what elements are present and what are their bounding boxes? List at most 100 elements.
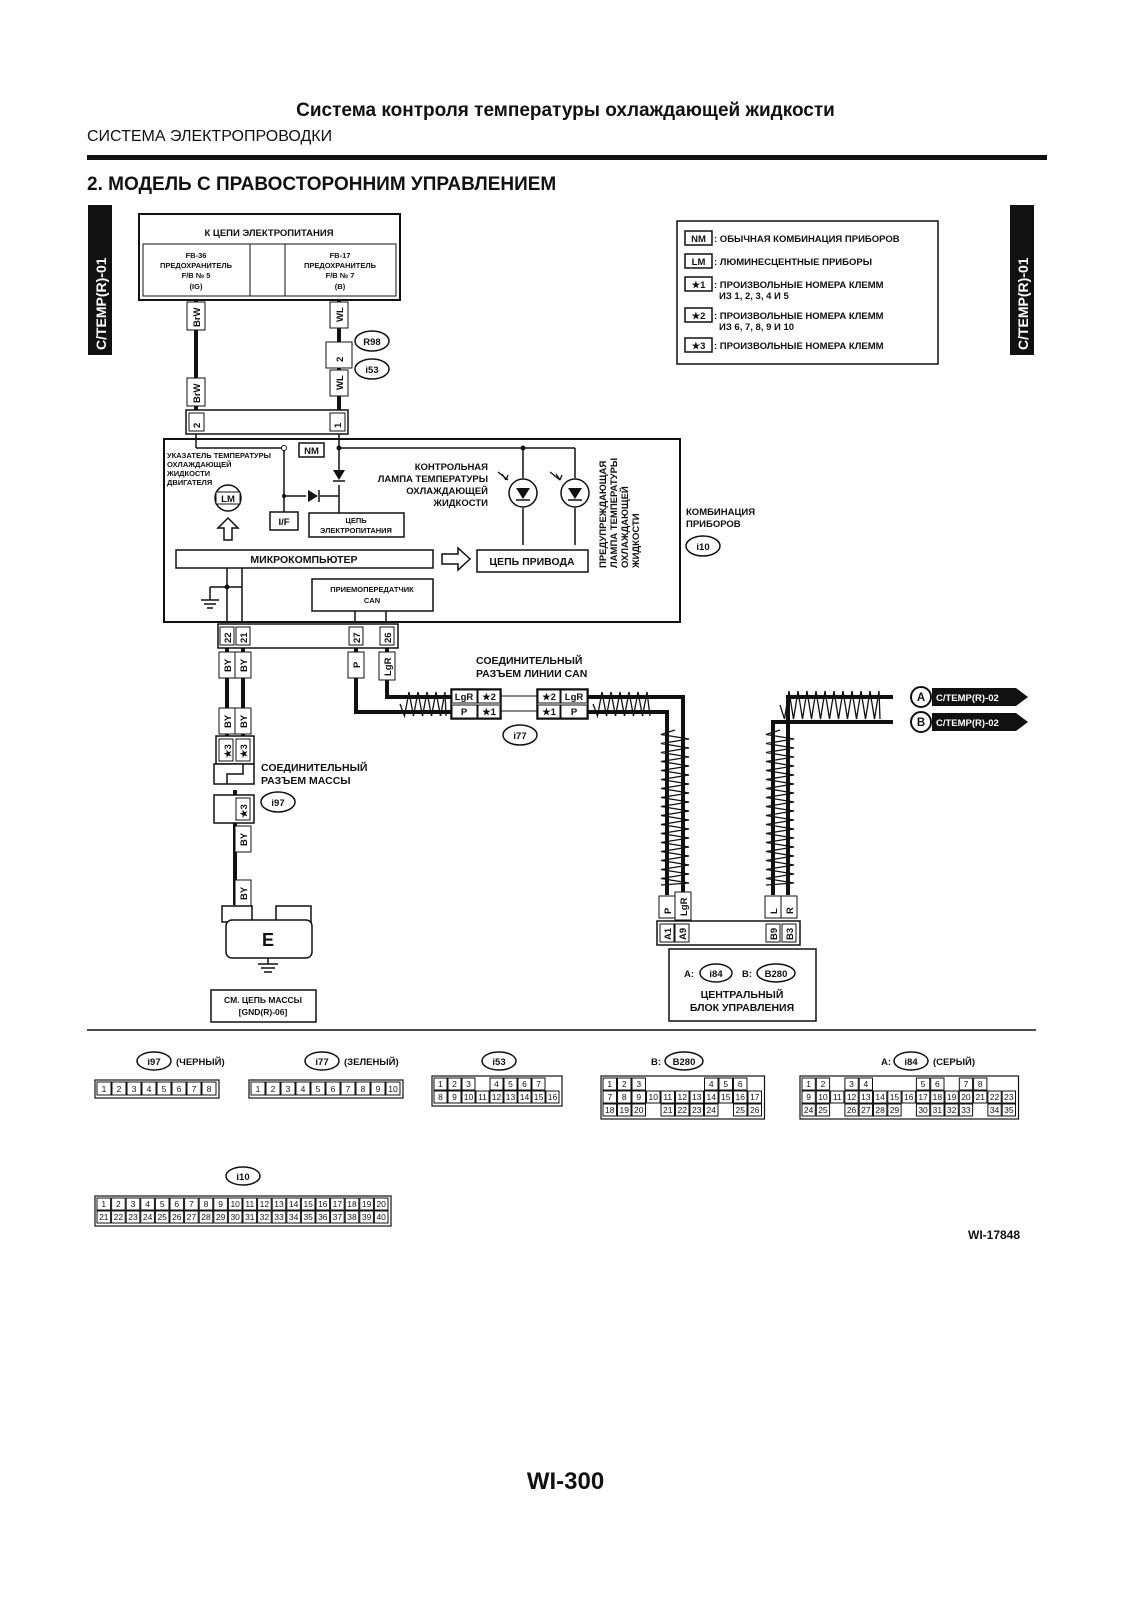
pin-number: 3 [466, 1079, 471, 1089]
pin-cell [111, 1081, 127, 1096]
svg-text:WL: WL [335, 375, 346, 390]
offpage-B[interactable]: B C/TEMP(R)-02 [910, 711, 1028, 733]
pin-number: 9 [636, 1092, 641, 1102]
svg-text:WL: WL [335, 307, 346, 322]
diode-icon [333, 470, 345, 480]
pin-cell [461, 1090, 476, 1104]
ground-joint-label: СОЕДИНИТЕЛЬНЫЙ [261, 761, 367, 774]
pin-number: 1 [607, 1079, 612, 1089]
svg-text:1: 1 [333, 422, 344, 428]
pin-number: 4 [863, 1079, 868, 1089]
pin-cell [489, 1090, 504, 1104]
connector-housing [94, 1195, 392, 1227]
svg-text:E: E [262, 930, 274, 950]
svg-text:NM: NM [304, 446, 319, 457]
pin-cell [689, 1103, 704, 1117]
svg-text:ПРЕДОХРАНИТЕЛЬ: ПРЕДОХРАНИТЕЛЬ [304, 261, 377, 270]
pin-number: 7 [346, 1084, 351, 1094]
svg-text:★1: ★1 [482, 707, 497, 718]
pin-cell [295, 1081, 311, 1096]
pin-cell [447, 1090, 462, 1104]
svg-text:РАЗЪЕМ ЛИНИИ CAN: РАЗЪЕМ ЛИНИИ CAN [476, 668, 587, 680]
pin-number: 4 [145, 1199, 150, 1209]
pin-cell [930, 1077, 945, 1091]
pin-number: 28 [875, 1105, 885, 1115]
pin-number: 7 [189, 1199, 194, 1209]
svg-text:: ПРОИЗВОЛЬНЫЕ НОМЕРА КЛЕММ: : ПРОИЗВОЛЬНЫЕ НОМЕРА КЛЕММ [714, 280, 884, 291]
pin-number: 31 [933, 1105, 943, 1115]
svg-text:★3: ★3 [223, 744, 234, 758]
svg-text:I/F: I/F [278, 517, 289, 528]
can-joint-label: СОЕДИНИТЕЛЬНЫЙ [476, 654, 582, 667]
pin-cell [704, 1090, 719, 1104]
pin-number: 21 [976, 1092, 986, 1102]
pin-number: 10 [649, 1092, 659, 1102]
svg-text:R98: R98 [363, 337, 380, 348]
pin-cell [489, 1077, 504, 1091]
pin-cell [344, 1197, 360, 1211]
pin-cell [213, 1210, 228, 1224]
pin-number: 22 [990, 1092, 1000, 1102]
pin-cell [141, 1081, 157, 1096]
svg-text:B280: B280 [673, 1057, 696, 1068]
pin-cell [631, 1077, 646, 1091]
svg-text:22: 22 [223, 632, 234, 643]
pin-cell [545, 1090, 560, 1104]
pin-number: 34 [289, 1212, 299, 1222]
pin-cell [915, 1103, 931, 1117]
pin-cell [617, 1103, 632, 1117]
connector-housing [94, 1079, 220, 1099]
pin-cell [475, 1090, 490, 1104]
pin-number: 4 [147, 1084, 152, 1094]
pin-number: 23 [128, 1212, 138, 1222]
pin-cell [330, 1197, 345, 1211]
pin-cell [987, 1103, 1002, 1117]
pin-cell [887, 1090, 902, 1104]
svg-text:R: R [785, 907, 796, 914]
ground-joint-connector: ★3 ★3 ★3 [213, 735, 255, 824]
svg-text:: ПРОИЗВОЛЬНЫЕ НОМЕРА КЛЕММ: : ПРОИЗВОЛЬНЫЕ НОМЕРА КЛЕММ [714, 311, 884, 322]
svg-text:BrW: BrW [192, 307, 203, 327]
svg-text:LgR: LgR [383, 657, 394, 676]
pin-number: 24 [804, 1105, 814, 1115]
pin-cell [930, 1103, 945, 1117]
pin-number: 17 [333, 1199, 343, 1209]
pin-cell [602, 1103, 617, 1117]
pin-number: 14 [707, 1092, 717, 1102]
svg-text:B280: B280 [765, 969, 788, 980]
pin-cell [140, 1197, 155, 1211]
pin-number: 7 [964, 1079, 969, 1089]
pin-number: 20 [634, 1105, 644, 1115]
pin-cell [344, 1210, 360, 1224]
pin-number: 13 [274, 1199, 284, 1209]
pin-number: 26 [847, 1105, 857, 1115]
offpage-A[interactable]: A C/TEMP(R)-02 [910, 686, 1028, 708]
svg-text:BrW: BrW [192, 383, 203, 403]
twisted-pair-mark [592, 691, 651, 719]
pin-cell [973, 1077, 988, 1091]
pin-cell [184, 1210, 199, 1224]
pin-number: 33 [274, 1212, 284, 1222]
pin-cell [359, 1210, 374, 1224]
pin-number: 3 [286, 1084, 291, 1094]
svg-text:FB-17: FB-17 [330, 251, 351, 260]
pin-number: 12 [847, 1092, 857, 1102]
svg-text:УКАЗАТЕЛЬ ТЕМПЕРАТУРЫ: УКАЗАТЕЛЬ ТЕМПЕРАТУРЫ [167, 451, 271, 460]
pin-cell [631, 1090, 646, 1104]
pin-cell [330, 1210, 345, 1224]
pin-cell [227, 1210, 243, 1224]
connector-tag-R98: R98 [354, 330, 390, 352]
svg-text:L: L [769, 908, 780, 914]
pin-number: 1 [102, 1084, 107, 1094]
connector-housing [431, 1075, 563, 1107]
svg-text:A:: A: [684, 969, 694, 980]
pin-number: 9 [218, 1199, 223, 1209]
pin-cell [154, 1210, 170, 1224]
pin-cell [617, 1090, 632, 1104]
pin-cell [801, 1077, 816, 1091]
svg-text:A:: A: [881, 1057, 891, 1068]
pin-cell [858, 1077, 874, 1091]
